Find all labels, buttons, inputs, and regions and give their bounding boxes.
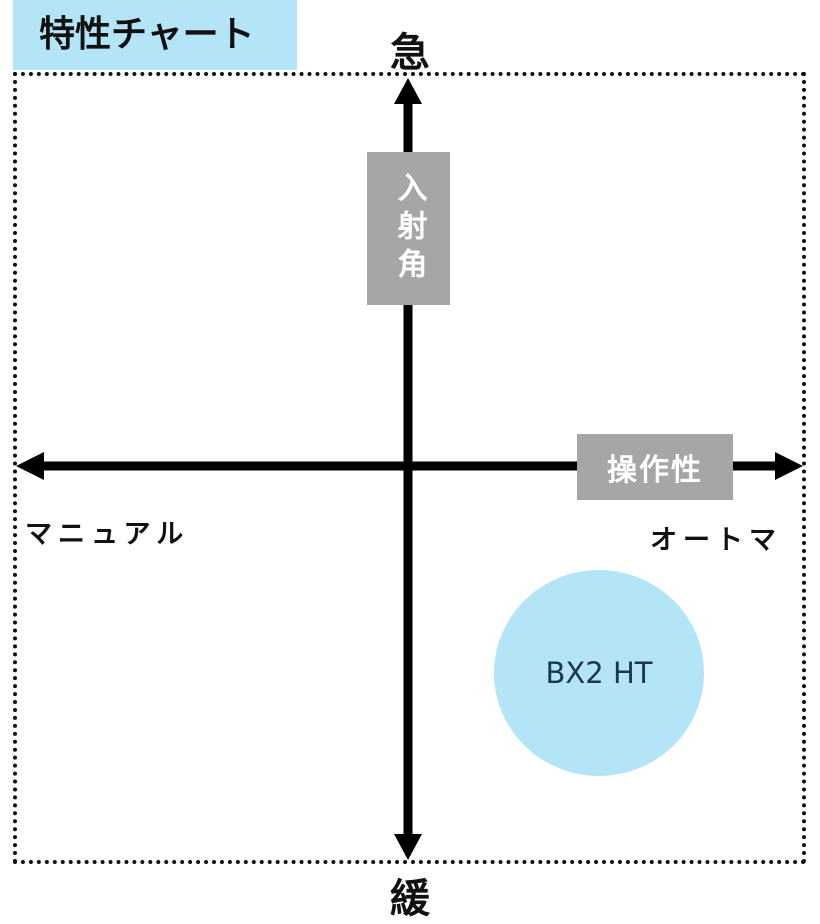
product-bubble: BX2 HT xyxy=(494,570,704,776)
vertical-axis-top-label: 急 xyxy=(390,30,430,76)
vertical-axis-label: 入射角 xyxy=(391,171,427,286)
chart-title: 特性チャート xyxy=(13,0,297,70)
product-name: BX2 HT xyxy=(545,656,653,690)
vertical-axis-bottom-label: 緩 xyxy=(390,876,430,922)
horizontal-axis-label: 操作性 xyxy=(577,434,733,500)
arrow-down-icon xyxy=(394,834,422,860)
arrow-left-icon xyxy=(16,452,44,480)
arrow-right-icon xyxy=(775,452,803,480)
arrow-up-icon xyxy=(394,78,422,104)
vertical-axis-label-box: 入射角 xyxy=(367,152,450,305)
horizontal-axis-right-label: オートマ xyxy=(650,525,782,556)
chart-frame xyxy=(13,72,806,864)
horizontal-axis-left-label: マニュアル xyxy=(25,519,190,550)
